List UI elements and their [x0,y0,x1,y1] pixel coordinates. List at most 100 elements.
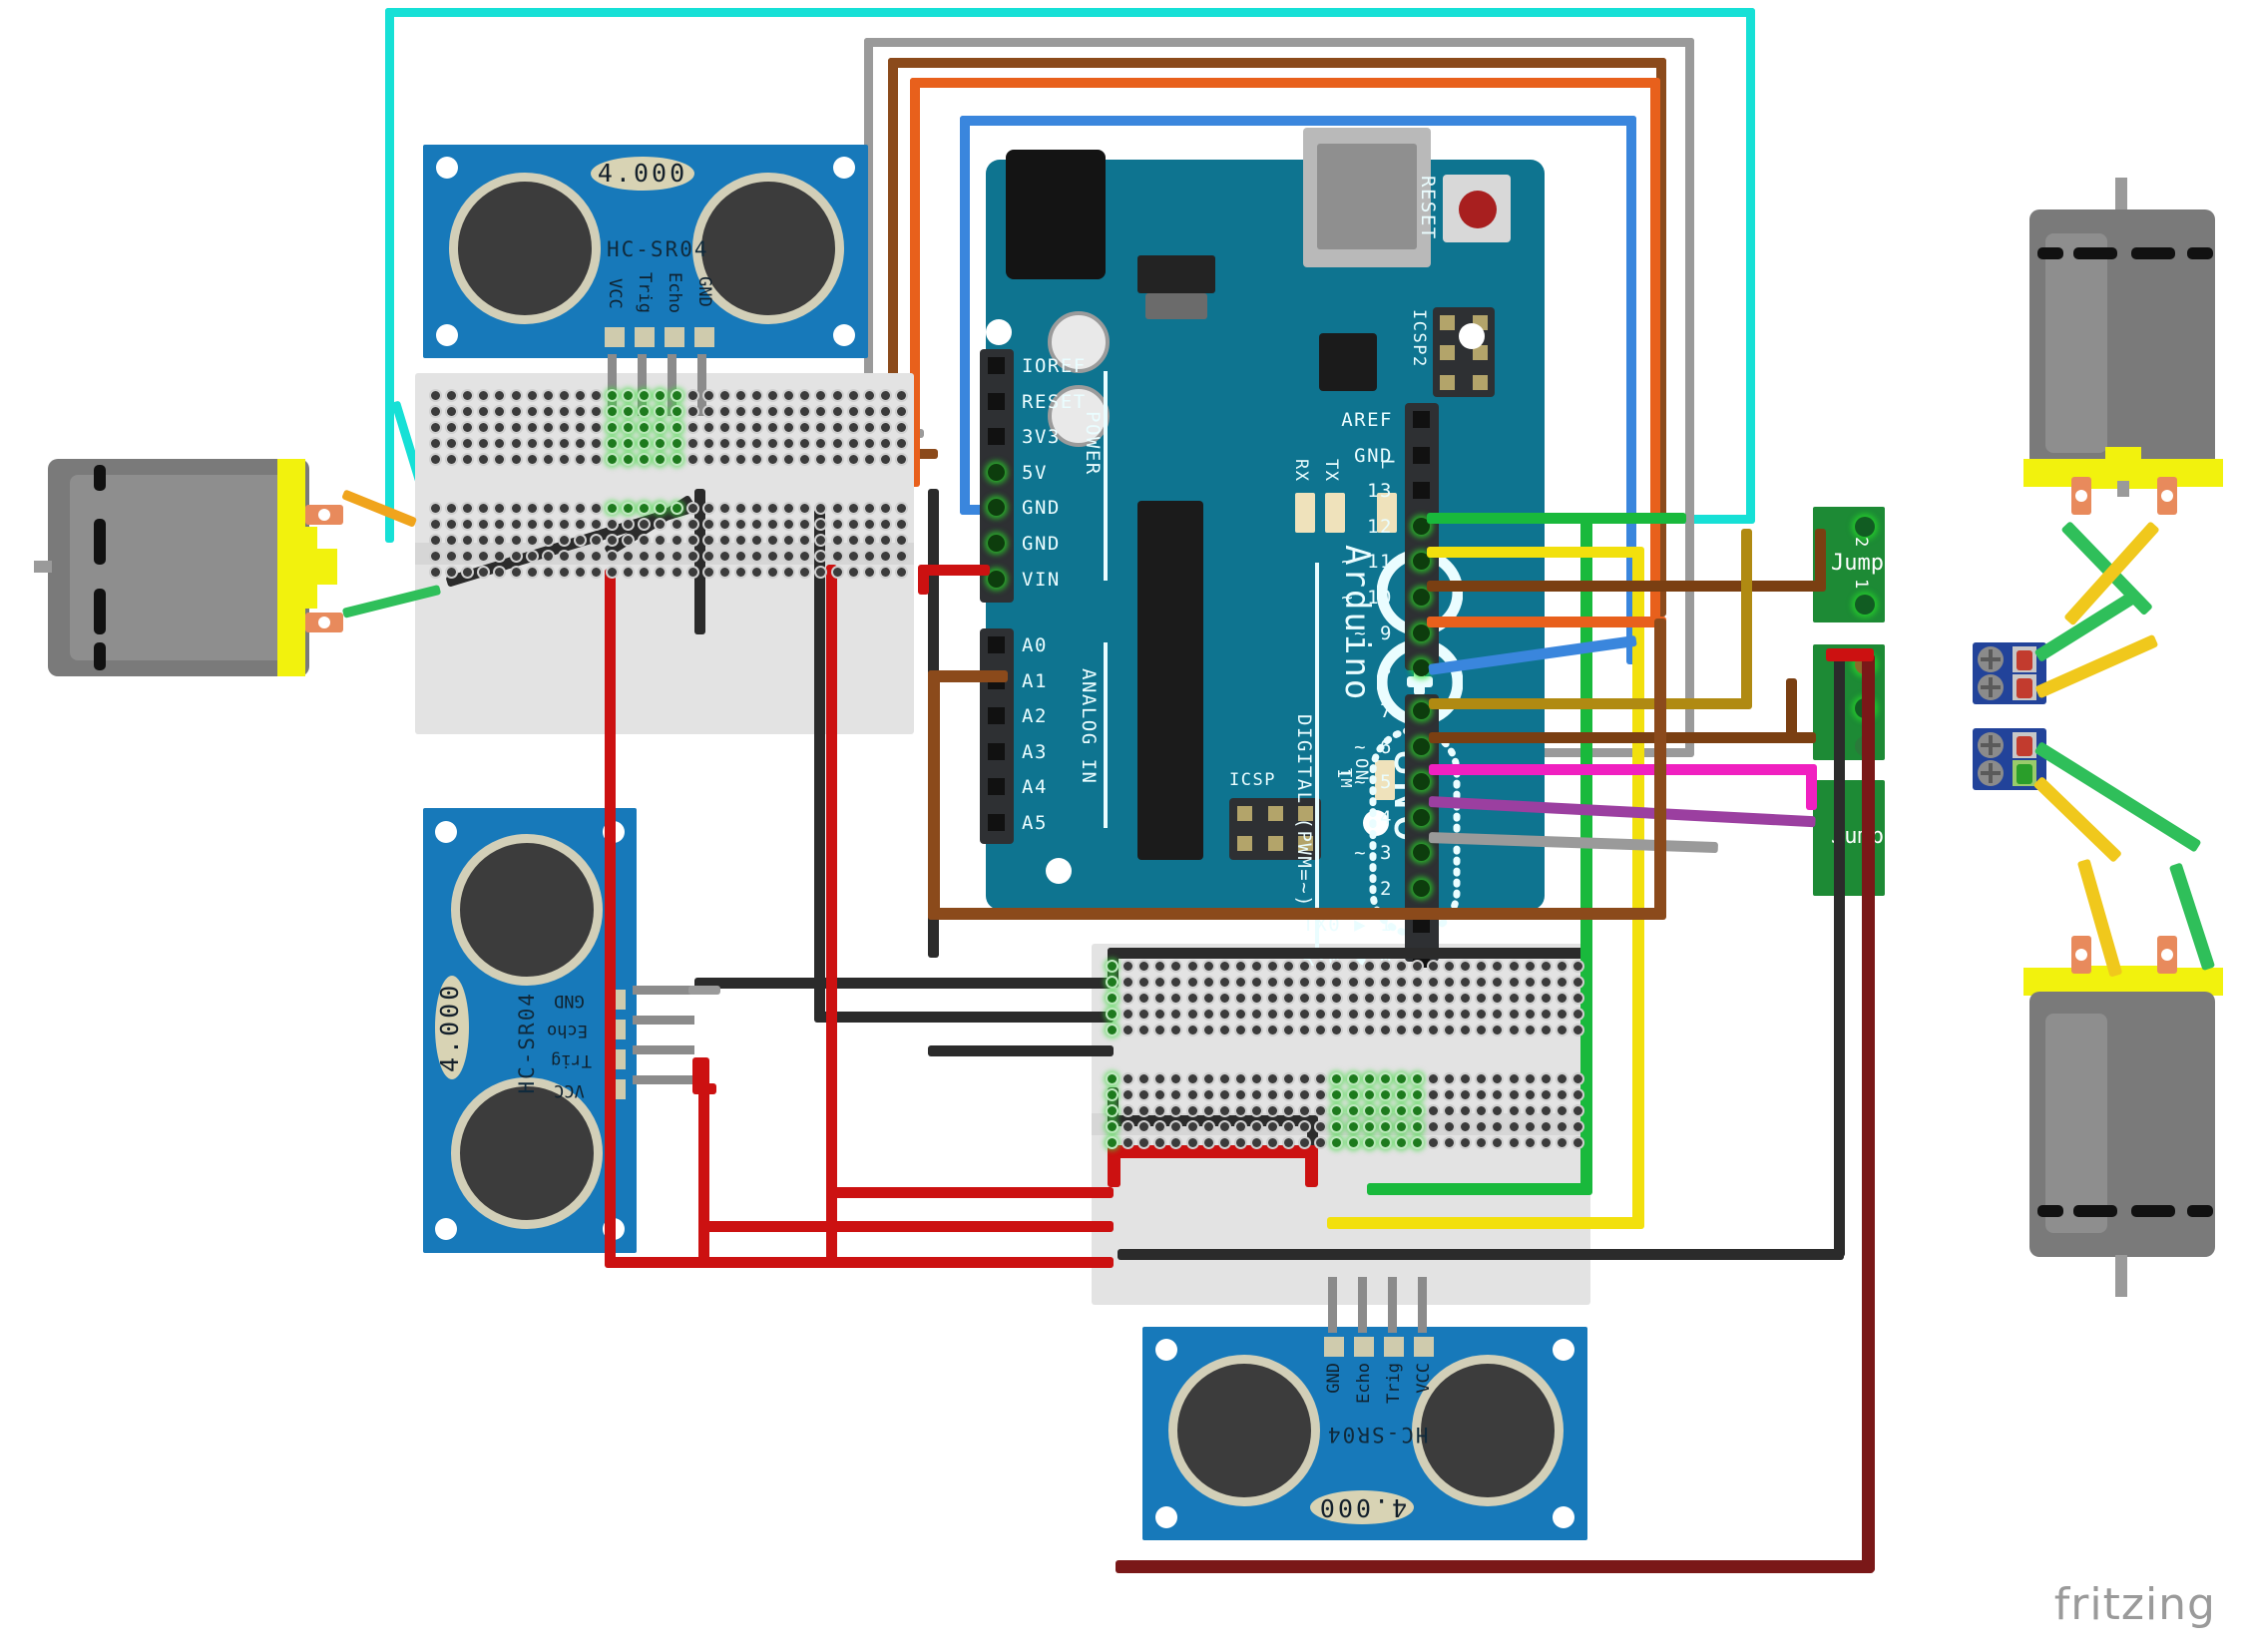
breadboard-bottom-hole-hole[interactable] [1137,992,1151,1006]
wire-gray-left[interactable] [864,38,873,437]
breadboard-top-hole-hole[interactable] [670,501,683,515]
breadboard-bottom-hole-hole[interactable] [1298,1071,1312,1085]
breadboard-top-hole-hole[interactable] [894,533,908,547]
breadboard-top-hole-hole[interactable] [846,550,860,563]
wire-brown-d9-v[interactable] [1815,529,1826,589]
breadboard-top-hole-hole[interactable] [670,389,683,402]
breadboard-bottom-hole-hole[interactable] [1362,960,1376,973]
power-pin-gnd[interactable] [988,499,1005,517]
breadboard-bottom-hole-hole[interactable] [1427,1071,1440,1085]
breadboard-top-hole-hole[interactable] [750,421,763,435]
breadboard-top-hole-hole[interactable] [525,533,539,547]
breadboard-top-hole-hole[interactable] [878,421,892,435]
breadboard-top-hole-hole[interactable] [606,501,620,515]
breadboard-top-hole-hole[interactable] [493,566,507,580]
breadboard-top-hole-hole[interactable] [429,437,442,451]
breadboard-bottom-hole-hole[interactable] [1427,1087,1440,1101]
breadboard-bottom-hole-hole[interactable] [1106,1103,1119,1117]
breadboard-top-hole-hole[interactable] [685,421,699,435]
analog-header[interactable] [980,628,1014,844]
breadboard-top-hole-hole[interactable] [862,405,876,419]
wire-darkyellow-d6[interactable] [1429,698,1752,709]
power-pin-ioref[interactable] [988,357,1005,374]
breadboard-bottom-hole-hole[interactable] [1314,1087,1328,1101]
breadboard-bottom-hole-hole[interactable] [1523,1136,1537,1150]
breadboard-top-hole-hole[interactable] [846,389,860,402]
breadboard-bottom-hole-hole[interactable] [1555,1008,1569,1022]
breadboard-bottom-hole-hole[interactable] [1169,976,1183,990]
breadboard-top-hole-hole[interactable] [670,533,683,547]
breadboard-bottom-hole-hole[interactable] [1523,992,1537,1006]
breadboard-top-hole-hole[interactable] [701,501,715,515]
breadboard-bottom-hole-hole[interactable] [1169,1024,1183,1037]
breadboard-bottom-hole-hole[interactable] [1507,1024,1521,1037]
wire-red-right-v[interactable] [1862,654,1875,1572]
breadboard-bottom-hole-hole[interactable] [1233,960,1247,973]
breadboard-top-hole-hole[interactable] [782,421,796,435]
breadboard-top-hole-hole[interactable] [573,437,587,451]
breadboard-bottom-hole-hole[interactable] [1570,1136,1584,1150]
motor-terminal-positive[interactable] [2071,936,2091,974]
breadboard-top-hole-hole[interactable] [670,550,683,563]
breadboard-bottom-hole-hole[interactable] [1410,1008,1424,1022]
breadboard-top-hole-hole[interactable] [606,389,620,402]
breadboard-bottom-hole-hole[interactable] [1459,1120,1473,1133]
breadboard-bottom-hole-hole[interactable] [1410,960,1424,973]
breadboard-bottom-hole-hole[interactable] [1185,1008,1199,1022]
breadboard-bottom-hole-hole[interactable] [1570,1008,1584,1022]
breadboard-bottom-hole-hole[interactable] [1314,1136,1328,1150]
digital-pin-aref[interactable] [1413,411,1430,428]
wire-red-5v-h[interactable] [918,565,990,576]
arduino-uno-board[interactable]: RESET ICSP2 ICSP 1 ON RX TX L [980,128,1545,971]
breadboard-bottom-hole-hole[interactable] [1539,1008,1553,1022]
breadboard-bottom-hole-hole[interactable] [1378,1071,1392,1085]
breadboard-bottom-hole-hole[interactable] [1217,1136,1231,1150]
breadboard-bottom-hole-hole[interactable] [1185,1103,1199,1117]
breadboard-top-hole-hole[interactable] [685,533,699,547]
breadboard-top-hole-hole[interactable] [461,566,475,580]
breadboard-top-hole-hole[interactable] [477,533,491,547]
breadboard-top-hole-hole[interactable] [477,566,491,580]
breadboard-bottom-hole-hole[interactable] [1475,1008,1489,1022]
breadboard-top-hole-hole[interactable] [638,437,652,451]
breadboard-top-hole-hole[interactable] [541,405,555,419]
breadboard-top-hole-hole[interactable] [493,501,507,515]
breadboard-bottom-hole-hole[interactable] [1443,1008,1457,1022]
breadboard-top-hole-hole[interactable] [590,550,603,563]
breadboard-bottom-hole-hole[interactable] [1491,1024,1505,1037]
breadboard-bottom-hole-hole[interactable] [1201,1087,1215,1101]
breadboard-top-hole-hole[interactable] [750,437,763,451]
breadboard-bottom-hole-hole[interactable] [1298,1008,1312,1022]
breadboard-bottom-hole-hole[interactable] [1217,1024,1231,1037]
breadboard-bottom-hole-hole[interactable] [1249,1103,1263,1117]
breadboard-top-hole-hole[interactable] [750,550,763,563]
breadboard-bottom-hole-hole[interactable] [1314,1103,1328,1117]
breadboard-bottom-hole-hole[interactable] [1475,992,1489,1006]
breadboard-bottom-hole-hole[interactable] [1266,960,1279,973]
breadboard-bottom-hole-hole[interactable] [1298,1136,1312,1150]
breadboard-bottom-hole-hole[interactable] [1539,1087,1553,1101]
breadboard-top-hole-hole[interactable] [493,405,507,419]
breadboard-bottom-hole-hole[interactable] [1475,1071,1489,1085]
breadboard-bottom-hole-hole[interactable] [1394,1087,1408,1101]
breadboard-top-hole-hole[interactable] [541,550,555,563]
breadboard-bottom-hole-hole[interactable] [1169,1008,1183,1022]
breadboard-bottom-hole-hole[interactable] [1346,976,1360,990]
breadboard-bottom-hole-hole[interactable] [1153,1024,1167,1037]
breadboard-top-hole-hole[interactable] [461,389,475,402]
breadboard-bottom-hole-hole[interactable] [1249,1136,1263,1150]
breadboard-top-hole-hole[interactable] [766,517,780,531]
breadboard-top-hole-hole[interactable] [733,389,747,402]
breadboard-top-hole-hole[interactable] [557,517,571,531]
breadboard-top-hole-hole[interactable] [685,517,699,531]
breadboard-top-hole-hole[interactable] [894,389,908,402]
wire-red-right-h[interactable] [1116,1560,1874,1573]
breadboard-top-hole-hole[interactable] [477,517,491,531]
breadboard-top-hole-hole[interactable] [670,405,683,419]
breadboard-bottom-hole-hole[interactable] [1539,1103,1553,1117]
breadboard-top-hole-hole[interactable] [750,533,763,547]
digital-pin-9[interactable] [1413,623,1430,641]
breadboard-bottom-hole-hole[interactable] [1106,1024,1119,1037]
breadboard-top-hole-hole[interactable] [782,405,796,419]
breadboard-top-hole-hole[interactable] [493,389,507,402]
